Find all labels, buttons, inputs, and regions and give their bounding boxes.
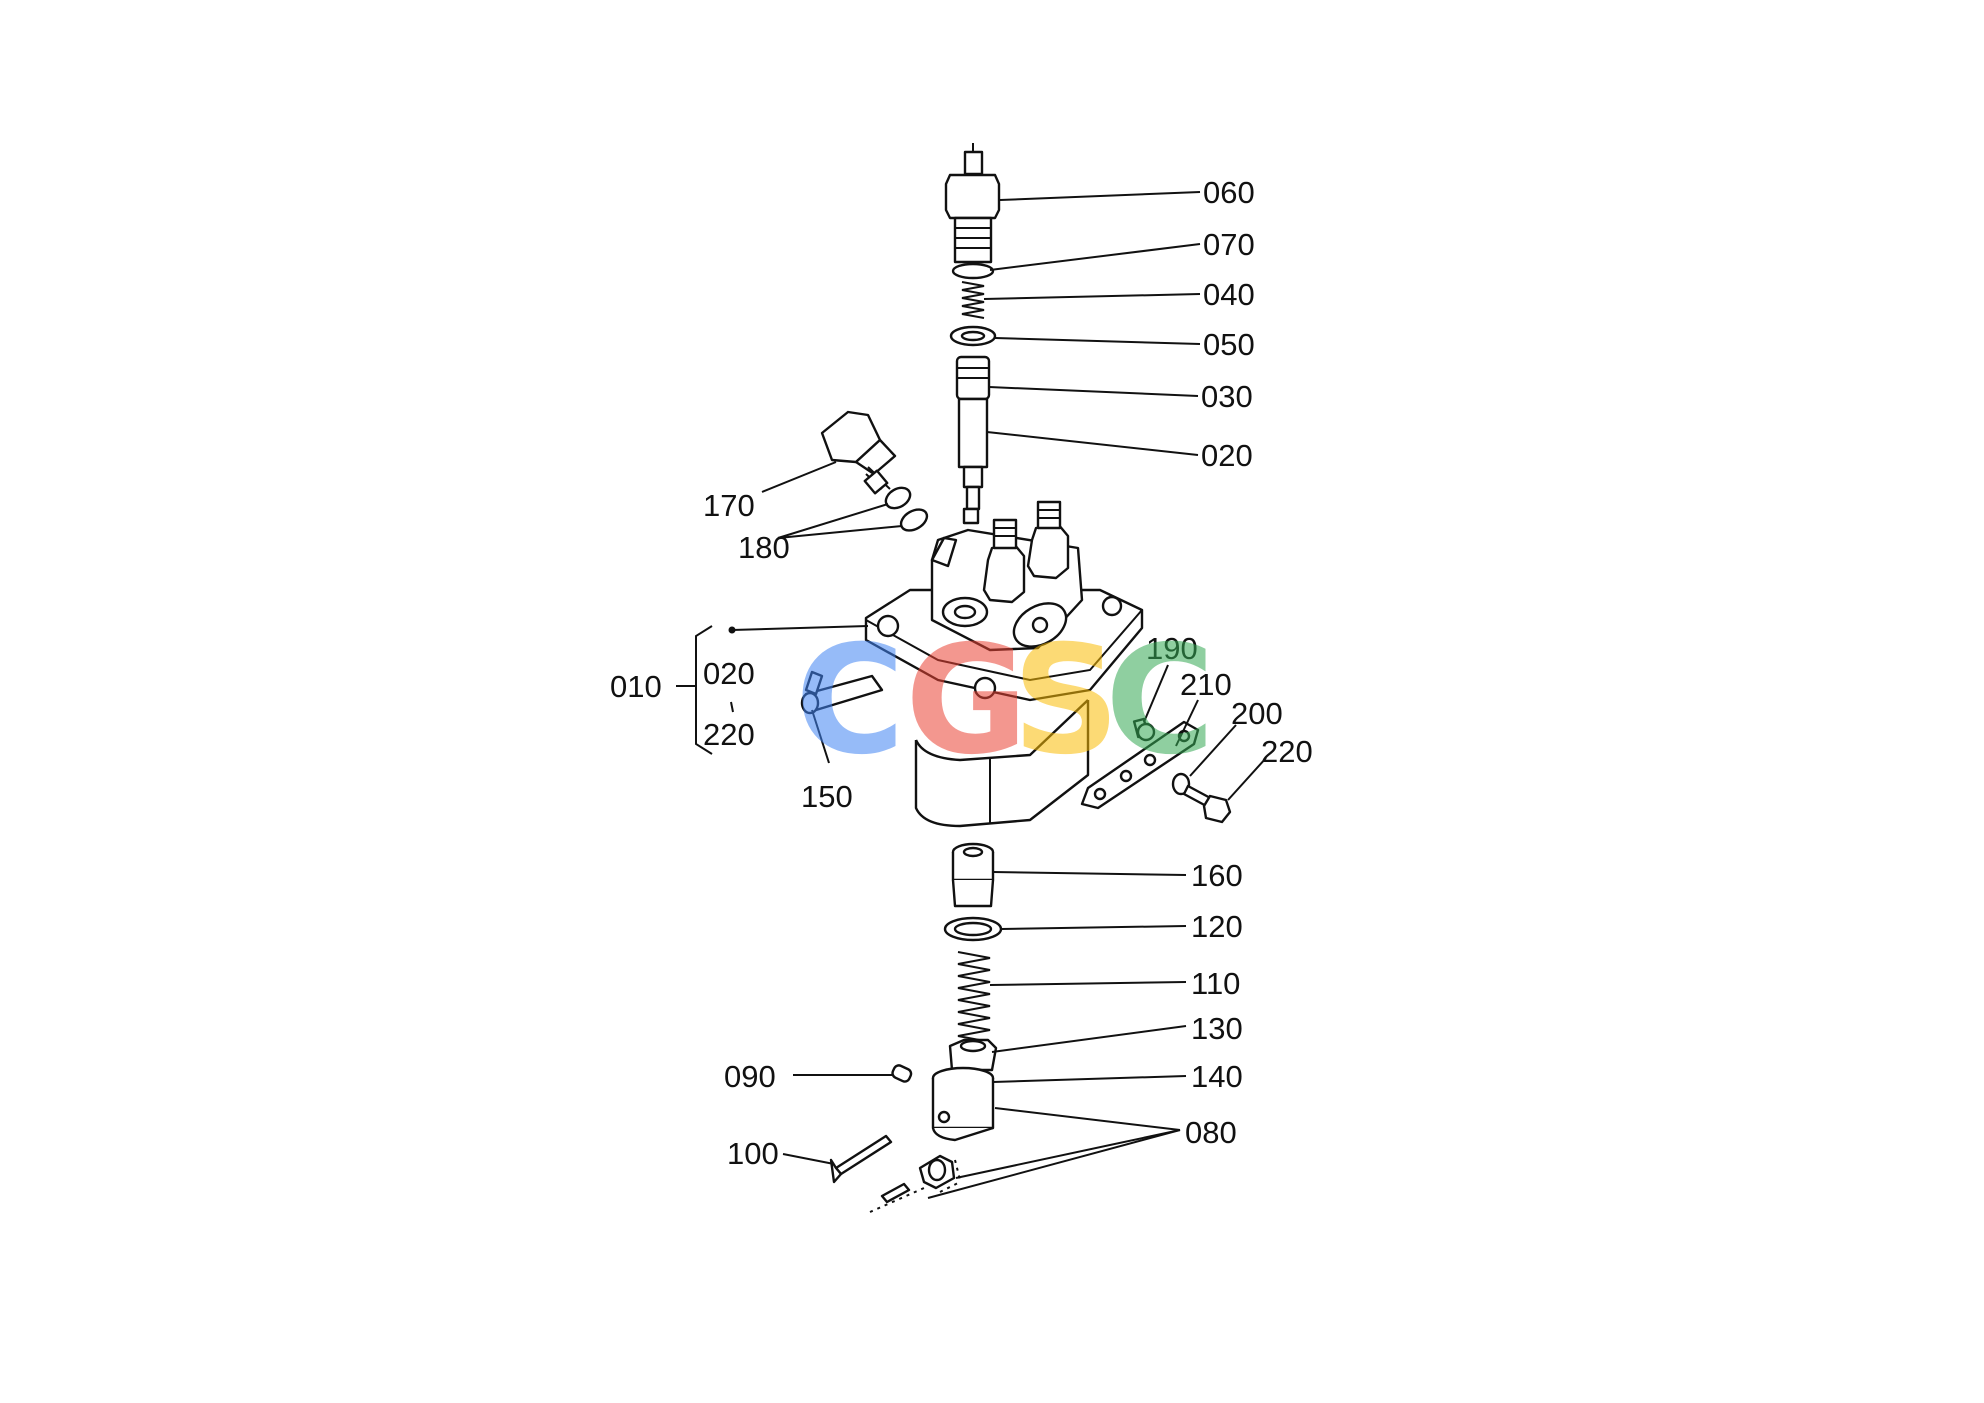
delivery-valve-030 <box>955 355 991 401</box>
screw-190 <box>1132 717 1156 742</box>
gasket-050 <box>949 325 997 347</box>
watermark-letter-3: S <box>1012 614 1120 788</box>
pump-body <box>864 500 1144 828</box>
label-150: 150 <box>801 779 853 814</box>
label-080: 080 <box>1185 1115 1237 1150</box>
delivery-valve-holder-060 <box>944 143 1001 264</box>
label-140: 140 <box>1191 1059 1243 1094</box>
bolt-220 <box>1182 784 1232 824</box>
lower-seat-130 <box>948 1038 998 1072</box>
roller-set-080 <box>869 1154 961 1213</box>
watermark-letter-2: G <box>905 614 1028 788</box>
guide-pin-090 <box>891 1064 913 1083</box>
label-020-group: 020 <box>703 656 755 691</box>
delivery-spring-040 <box>961 281 985 319</box>
part-labels: 060 070 040 050 030 020 170 180 010 020 … <box>610 175 1313 1171</box>
label-030: 030 <box>1201 379 1253 414</box>
label-220: 220 <box>1261 734 1313 769</box>
label-100: 100 <box>727 1136 779 1171</box>
assembly-bracket <box>676 625 734 755</box>
leader-lines <box>728 191 1267 1199</box>
upper-seat-160 <box>951 842 995 908</box>
washer-120 <box>943 916 1003 942</box>
air-vent-bolt-170 <box>820 410 897 495</box>
label-160: 160 <box>1191 858 1243 893</box>
watermark-letter-4: C <box>1105 614 1215 788</box>
watermark-logo: C G S C <box>795 614 1215 788</box>
label-170: 170 <box>703 488 755 523</box>
o-ring-070 <box>951 262 995 280</box>
label-090: 090 <box>724 1059 776 1094</box>
label-060: 060 <box>1203 175 1255 210</box>
watermark-letter-1: C <box>795 614 905 788</box>
label-130: 130 <box>1191 1011 1243 1046</box>
label-200: 200 <box>1231 696 1283 731</box>
label-070: 070 <box>1203 227 1255 262</box>
label-110: 110 <box>1191 966 1240 1001</box>
control-pin-150 <box>800 670 884 715</box>
label-220-group: 220 <box>703 717 755 752</box>
label-050: 050 <box>1203 327 1255 362</box>
label-040: 040 <box>1203 277 1255 312</box>
pin-100 <box>829 1134 893 1184</box>
label-010: 010 <box>610 669 662 704</box>
label-210: 210 <box>1180 667 1232 702</box>
plunger-020 <box>957 397 989 525</box>
washer-200 <box>1171 772 1191 796</box>
label-180: 180 <box>738 530 790 565</box>
plunger-spring-110 <box>957 951 991 1043</box>
stop-plate-210 <box>1080 720 1200 810</box>
label-190: 190 <box>1146 631 1198 666</box>
label-020: 020 <box>1201 438 1253 473</box>
label-120: 120 <box>1191 909 1243 944</box>
tappet-140 <box>931 1066 995 1142</box>
